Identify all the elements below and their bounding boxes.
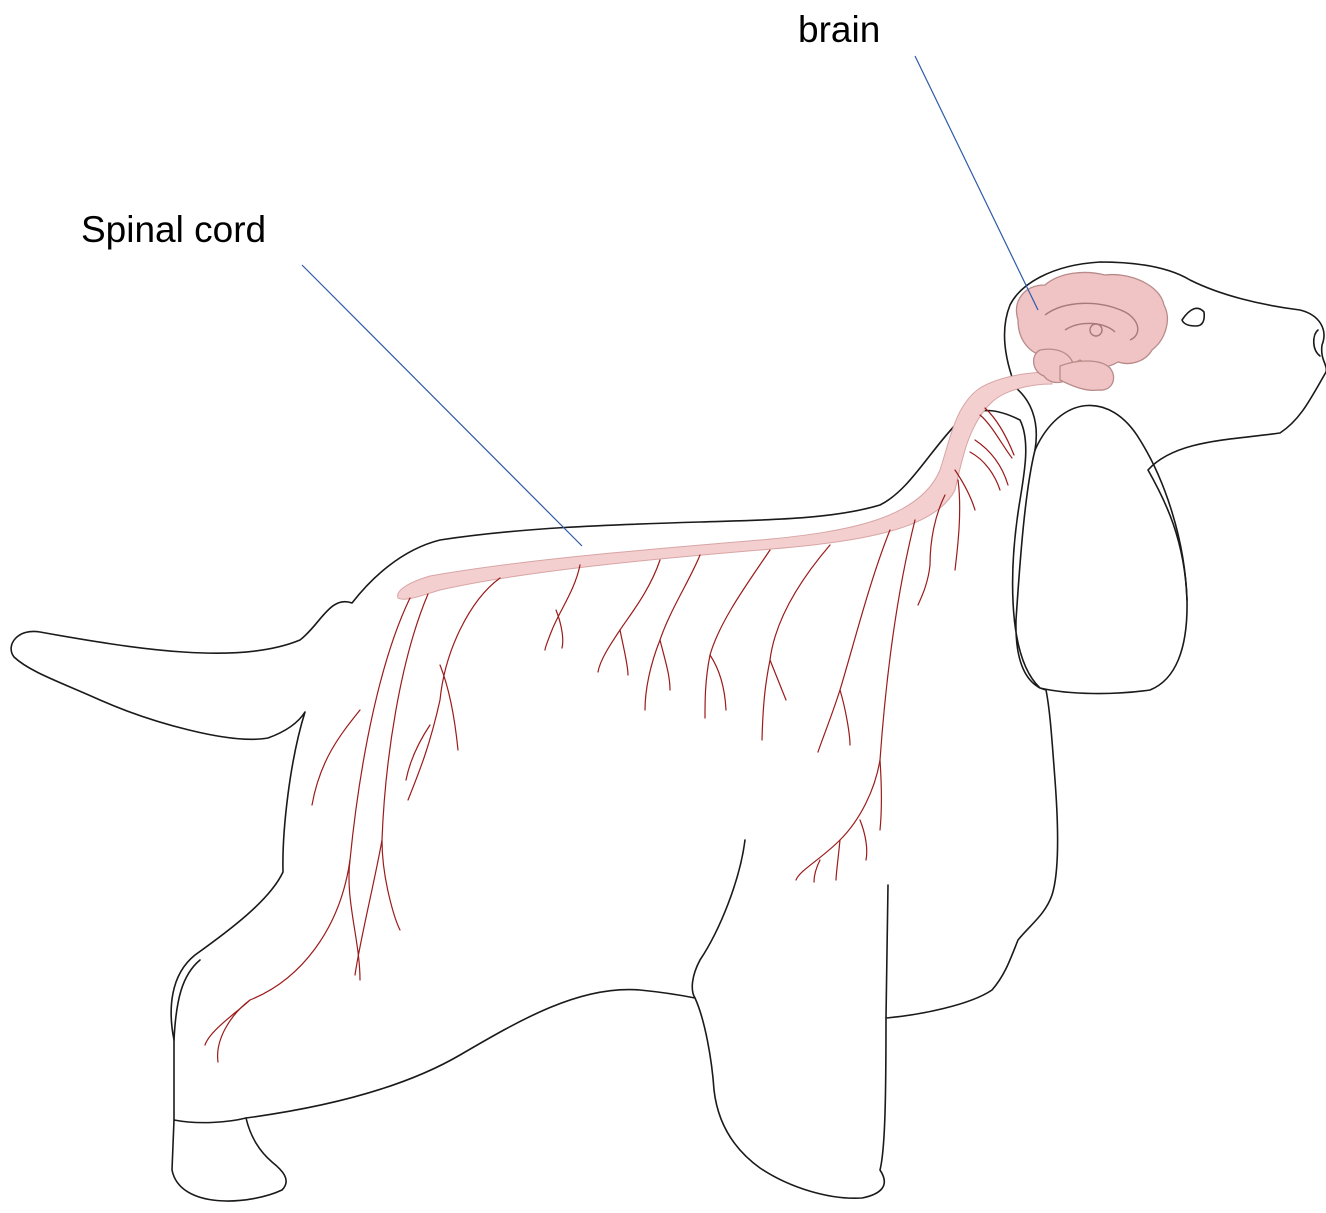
spinal-cord-leader-line [302,265,582,546]
dog-body-outline [11,262,1326,1201]
brain-leader-line [915,56,1038,310]
brain-label: brain [798,11,880,48]
spinal-cord-label: Spinal cord [81,211,266,248]
